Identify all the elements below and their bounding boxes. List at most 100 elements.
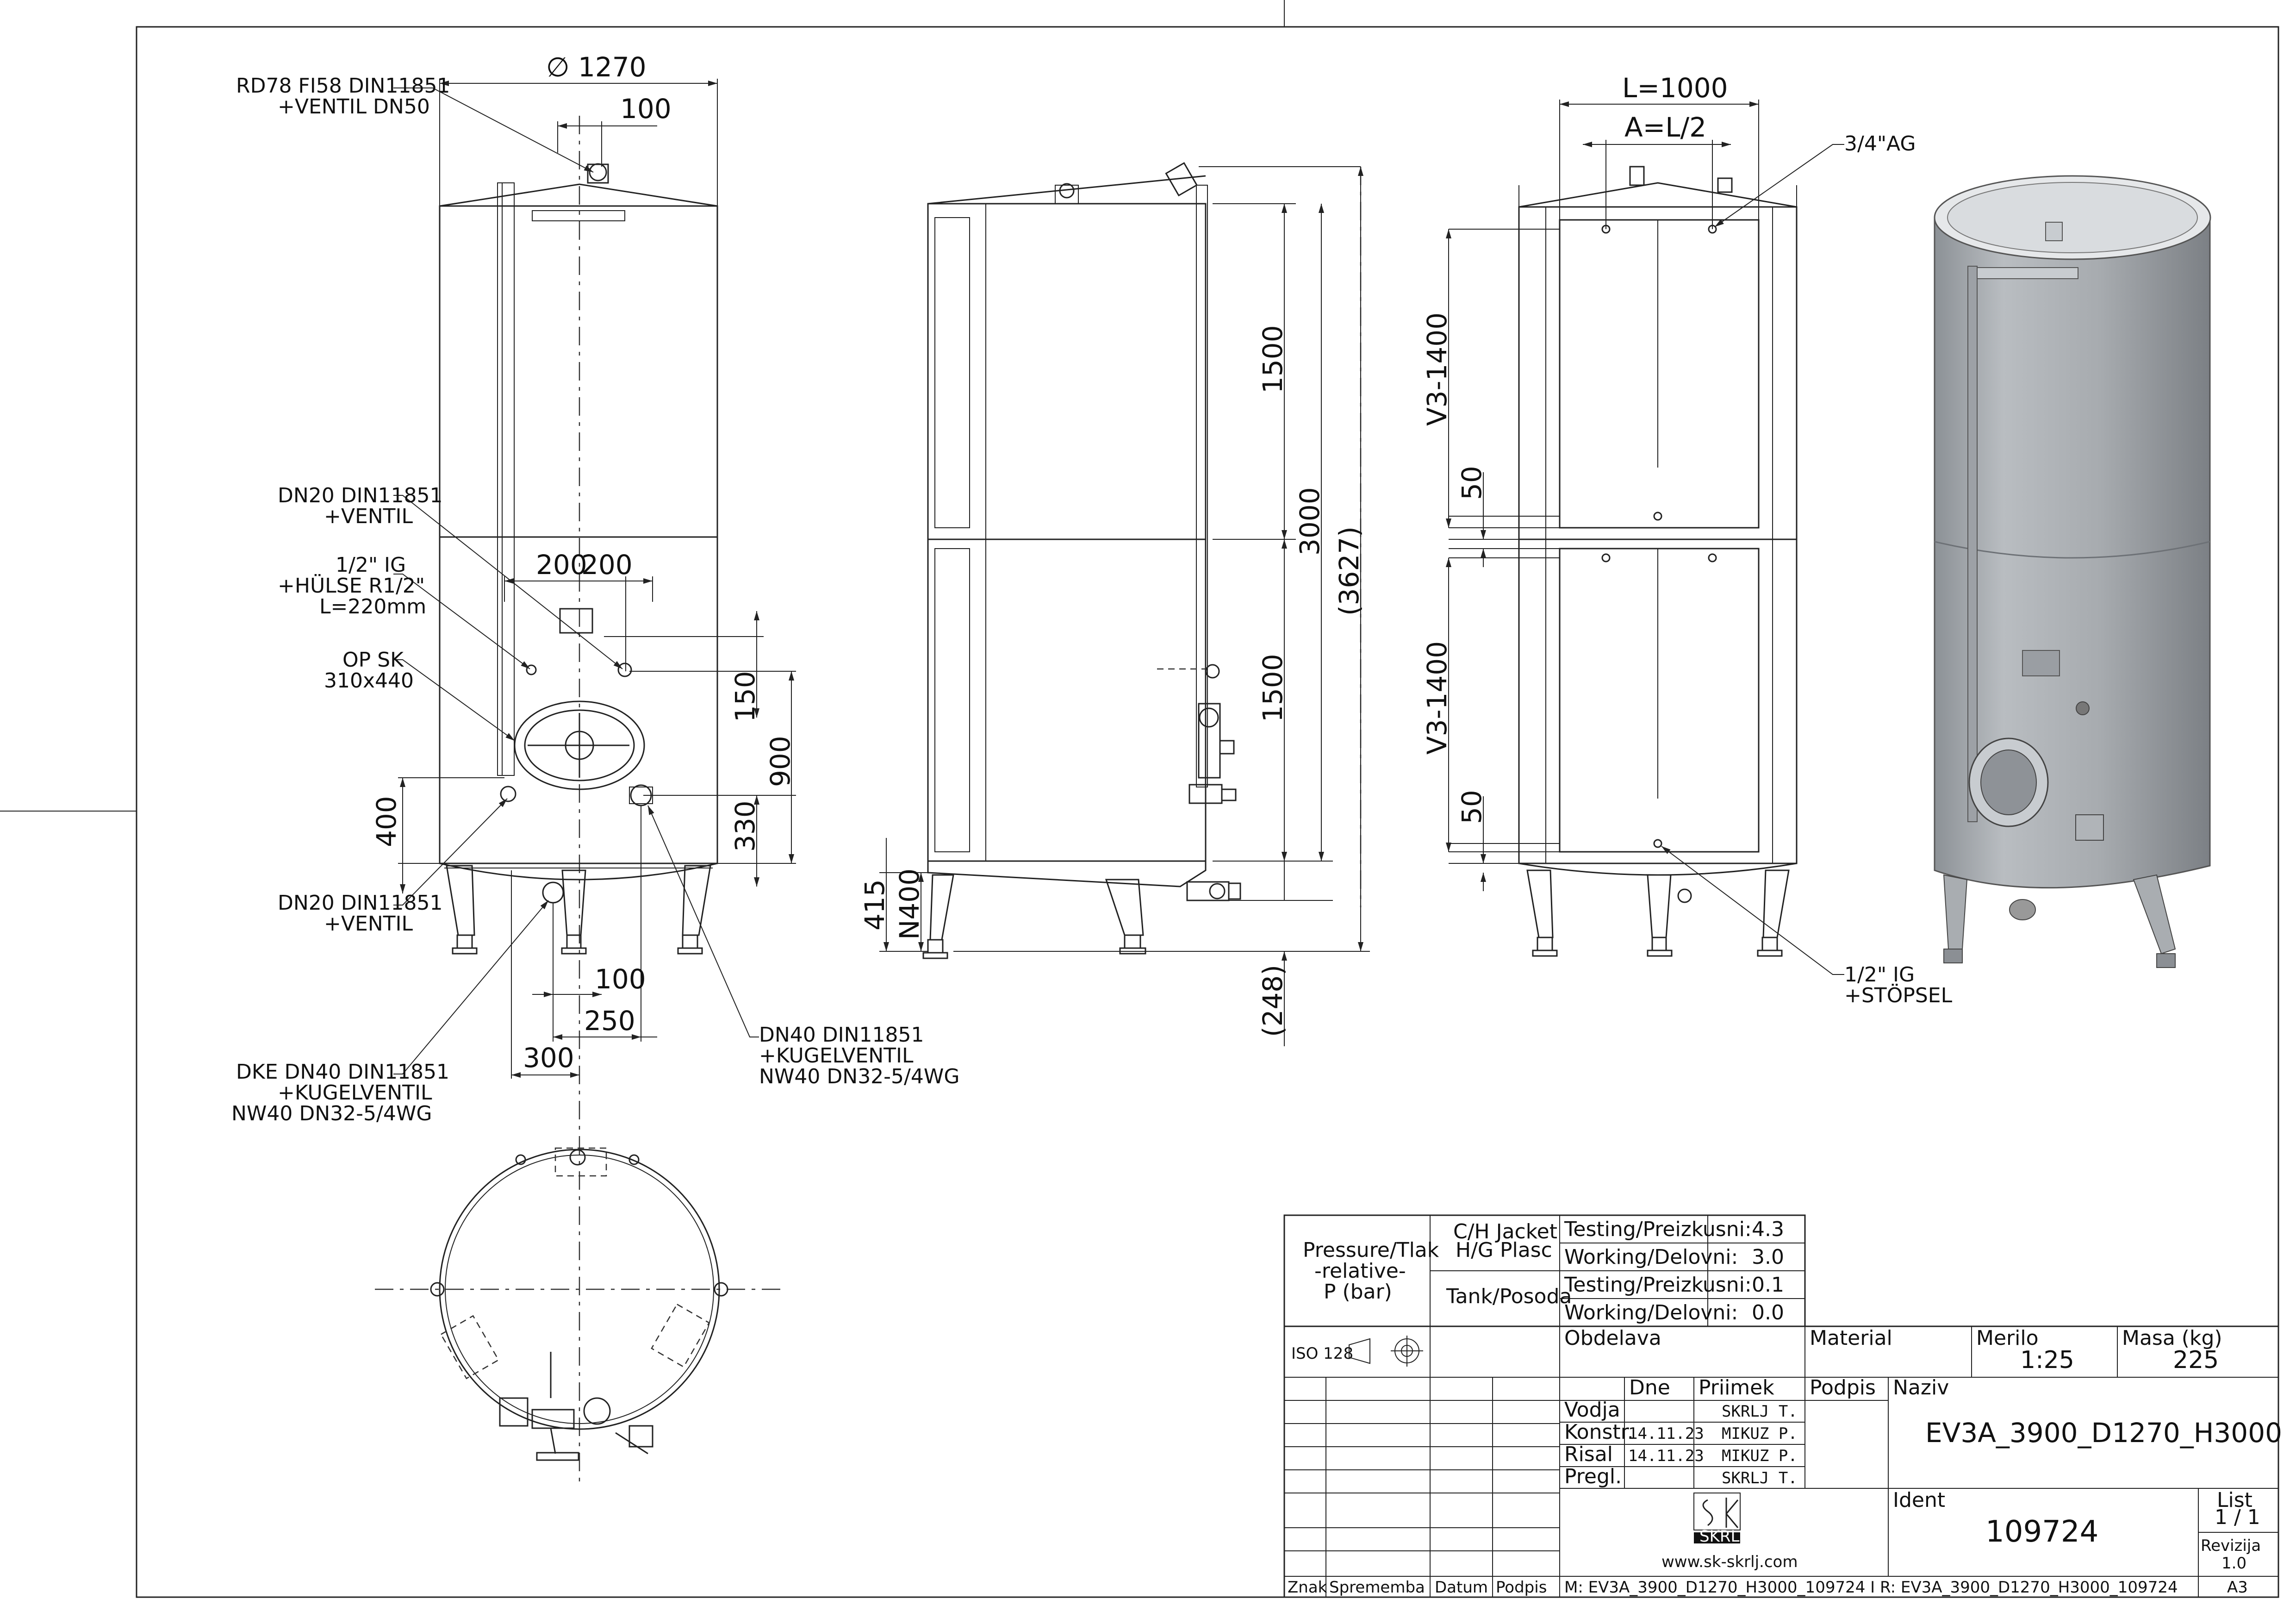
callout-dn40-line3: NW40 DN32-5/4WG <box>759 1065 959 1088</box>
dne-header: Dne <box>1629 1376 1670 1399</box>
row-3-label: Working/Delovni: <box>1564 1301 1738 1324</box>
dim-100: 100 <box>595 963 646 995</box>
callout-rd78-line1: RD78 FI58 DIN11851 <box>236 74 450 98</box>
callout-dn20a-line2: +VENTIL <box>324 505 413 528</box>
jacket-label-2: H/G Plasc <box>1456 1238 1552 1262</box>
dim-300: 300 <box>523 1042 574 1074</box>
list-value: 1 / 1 <box>2215 1505 2260 1529</box>
footer-znak: Znak <box>1288 1578 1327 1597</box>
dim-400: 400 <box>371 796 402 847</box>
callout-dn40-line1: DN40 DIN11851 <box>759 1023 924 1047</box>
callout-dn40-line2: +KUGELVENTIL <box>759 1044 914 1068</box>
side-view: 1500 1500 3000 (3627) (248) 415 N400 <box>859 162 1370 1046</box>
iso-label: ISO 128 <box>1291 1344 1353 1363</box>
callout-dke-line2: +KUGELVENTIL <box>278 1081 432 1105</box>
callout-ig-line3: L=220mm <box>319 595 426 618</box>
front-dimensions: ∅ 1270 100 200 200 150 900 330 400 <box>371 51 796 1079</box>
company-logo: SKRLJ <box>1693 1493 1744 1546</box>
dim-3000: 3000 <box>1294 487 1325 556</box>
dim-left-200: 200 <box>536 549 587 581</box>
naziv-label: Naziv <box>1893 1376 1949 1399</box>
front-callouts: RD78 FI58 DIN11851 +VENTIL DN50 DN20 DIN… <box>231 74 959 1125</box>
dim-v3-bottom: V3-1400 <box>1421 641 1453 755</box>
callout-ig-stopsel-line2: +STÖPSEL <box>1844 983 1953 1007</box>
merilo-label: Merilo <box>1976 1326 2039 1350</box>
row-2-label: Testing/Preizkusni: <box>1564 1273 1752 1297</box>
dim-1500-top: 1500 <box>1257 325 1288 394</box>
priimek-header: Priimek <box>1699 1376 1774 1399</box>
footer-podpis: Podpis <box>1496 1578 1547 1597</box>
row-2-value: 0.1 <box>1752 1273 1784 1297</box>
person-0-role: Vodja <box>1564 1398 1620 1422</box>
callout-dke-line3: NW40 DN32-5/4WG <box>231 1102 432 1125</box>
dim-415: 415 <box>859 879 890 931</box>
dim-right-200: 200 <box>581 549 633 581</box>
merilo-value: 1:25 <box>2020 1346 2074 1374</box>
callout-ig-stopsel-line1: 1/2" IG <box>1844 963 1915 987</box>
person-1-date: 14.11.23 <box>1628 1424 1704 1443</box>
plan-view <box>375 1147 782 1461</box>
person-1-role: Konstr. <box>1564 1420 1634 1444</box>
isometric-view <box>1934 175 2211 968</box>
person-2-name: MIKUZ P. <box>1722 1447 1798 1465</box>
callout-opsk-line2: 310x440 <box>324 669 414 693</box>
plan-valves <box>499 1352 653 1461</box>
dim-3627: (3627) <box>1333 526 1365 616</box>
pressure-label-2: -relative- <box>1314 1259 1406 1283</box>
row-3-value: 0.0 <box>1752 1301 1784 1324</box>
dim-250: 250 <box>584 1005 635 1037</box>
callout-opsk-line1: OP SK <box>342 648 404 672</box>
material-label: Material <box>1810 1326 1892 1350</box>
person-3-role: Pregl. <box>1564 1465 1622 1488</box>
callout-dn20b-line2: +VENTIL <box>324 912 413 936</box>
side-dimensions: 1500 1500 3000 (3627) (248) 415 N400 <box>859 166 1370 1046</box>
title-block: Pressure/Tlak -relative- P (bar) C/H Jac… <box>1283 1214 2282 1598</box>
obdelava-label: Obdelava <box>1564 1326 1661 1350</box>
callout-ag: 3/4"AG <box>1844 132 1916 156</box>
masa-value: 225 <box>2173 1346 2219 1374</box>
row-1-label: Working/Delovni: <box>1564 1245 1738 1269</box>
dim-top-offset: 100 <box>620 93 672 125</box>
footer-datum: Datum <box>1435 1578 1488 1597</box>
person-2-date: 14.11.23 <box>1628 1447 1704 1465</box>
row-1-value: 3.0 <box>1752 1245 1784 1269</box>
person-0-name: SKRLJ T. <box>1722 1402 1798 1421</box>
dim-150: 150 <box>729 671 761 722</box>
back-dimensions: L=1000 A=L/2 V3-1400 50 V3-1400 50 <box>1421 72 1759 891</box>
website: www.sk-skrlj.com <box>1661 1553 1798 1571</box>
person-2-role: Risal <box>1564 1443 1613 1466</box>
dim-a-l2: A=L/2 <box>1624 112 1706 143</box>
footer-format: A3 <box>2227 1578 2248 1597</box>
callout-dke-line1: DKE DN40 DIN11851 <box>236 1060 449 1084</box>
front-legs <box>446 865 711 955</box>
masa-label: Masa (kg) <box>2122 1326 2222 1350</box>
dim-900: 900 <box>765 736 796 787</box>
callout-dn20a-line1: DN20 DIN11851 <box>278 484 443 507</box>
callout-ig-line2: +HÜLSE R1/2" <box>278 574 425 598</box>
dim-330: 330 <box>729 800 761 852</box>
naziv-value: EV3A_3900_D1270_H3000 <box>1925 1417 2282 1449</box>
sheet-frame <box>0 0 2279 1598</box>
pressure-label-3: P (bar) <box>1324 1280 1392 1304</box>
back-callouts: 3/4"AG 1/2" IG +STÖPSEL <box>1661 132 1953 1007</box>
person-1-name: MIKUZ P. <box>1722 1424 1798 1443</box>
tank-label: Tank/Posoda <box>1446 1285 1572 1308</box>
ident-value: 109724 <box>1985 1515 2098 1549</box>
dim-n400: N400 <box>894 868 925 940</box>
pressure-label-1: Pressure/Tlak <box>1303 1238 1439 1262</box>
person-3-name: SKRLJ T. <box>1722 1469 1798 1487</box>
callout-rd78-line2: +VENTIL DN50 <box>278 95 430 119</box>
footer-sprememba: Sprememba <box>1329 1578 1425 1597</box>
projection-symbol-icon <box>1349 1336 1423 1367</box>
row-0-label: Testing/Preizkusni: <box>1564 1218 1752 1241</box>
back-view: L=1000 A=L/2 V3-1400 50 V3-1400 50 <box>1421 72 1953 1007</box>
dim-1500-bottom: 1500 <box>1257 654 1288 722</box>
dim-248: (248) <box>1257 965 1288 1037</box>
dim-v3-top: V3-1400 <box>1421 312 1453 426</box>
dim-l1000: L=1000 <box>1622 72 1728 104</box>
logo-text: SKRLJ <box>1699 1527 1744 1546</box>
dim-50-bottom: 50 <box>1456 790 1487 824</box>
jacket-label-1: C/H Jacket <box>1453 1220 1557 1243</box>
footer-file: M: EV3A_3900_D1270_H3000_109724 I R: EV3… <box>1564 1578 2178 1597</box>
